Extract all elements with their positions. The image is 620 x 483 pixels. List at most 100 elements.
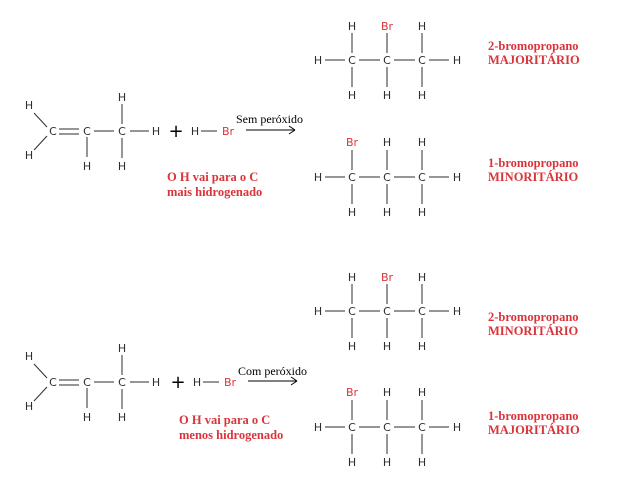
reaction-1: H H C C H C H H H + H Br Sem peróxido O … bbox=[25, 20, 580, 219]
atom-c: C bbox=[83, 125, 91, 138]
atom-c: C bbox=[348, 171, 356, 184]
atom-c: C bbox=[49, 376, 57, 389]
atom-h: H bbox=[348, 89, 356, 102]
atom-c: C bbox=[383, 54, 391, 67]
reaction-condition: Com peróxido bbox=[238, 364, 307, 378]
atom-h: H bbox=[418, 340, 426, 353]
atom-h: H bbox=[152, 125, 160, 138]
reaction-arrow bbox=[248, 376, 298, 386]
bond bbox=[33, 135, 48, 151]
atom-h: H bbox=[418, 136, 426, 149]
atom-h: H bbox=[118, 411, 126, 424]
bond bbox=[33, 363, 48, 379]
atom-h: H bbox=[314, 171, 322, 184]
reaction-2: H H C C H C H H H + H Br Com peróxido O … bbox=[25, 271, 580, 469]
atom-h: H bbox=[348, 206, 356, 219]
product-name: 1-bromopropano bbox=[488, 156, 579, 170]
product-2-bromopropane: H C C C H H Br H H H H bbox=[314, 20, 461, 102]
atom-h: H bbox=[83, 411, 91, 424]
bond bbox=[33, 386, 48, 402]
atom-h: H bbox=[152, 376, 160, 389]
atom-h: H bbox=[193, 376, 201, 389]
atom-br: Br bbox=[346, 136, 359, 149]
atom-c: C bbox=[83, 376, 91, 389]
rule-note-line-2: menos hidrogenado bbox=[179, 428, 283, 442]
reaction-condition: Sem peróxido bbox=[236, 112, 303, 126]
atom-c: C bbox=[118, 376, 126, 389]
atom-br: Br bbox=[224, 376, 237, 389]
atom-c: C bbox=[418, 305, 426, 318]
hbr-molecule: H Br bbox=[193, 376, 237, 389]
atom-c: C bbox=[383, 421, 391, 434]
atom-h: H bbox=[348, 271, 356, 284]
atom-h: H bbox=[314, 305, 322, 318]
rule-note-line-1: O H vai para o C bbox=[179, 413, 270, 427]
atom-h: H bbox=[25, 400, 33, 413]
product-2-bromopropane: H C C C H H Br H H H H bbox=[314, 271, 461, 353]
atom-h: H bbox=[348, 456, 356, 469]
atom-h: H bbox=[383, 136, 391, 149]
atom-h: H bbox=[418, 89, 426, 102]
rule-note-line-2: mais hidrogenado bbox=[167, 185, 262, 199]
product-1-bromopropane: H C C C H Br H H H H H bbox=[314, 386, 461, 469]
atom-h: H bbox=[418, 386, 426, 399]
product-1-bromopropane: H C C C H Br H H H H H bbox=[314, 136, 461, 219]
atom-h: H bbox=[348, 20, 356, 33]
atom-br: Br bbox=[346, 386, 359, 399]
atom-h: H bbox=[418, 20, 426, 33]
propene-molecule: H H C C H C H H H bbox=[25, 342, 160, 424]
hbr-molecule: H Br bbox=[191, 125, 235, 138]
arrow-head bbox=[288, 125, 296, 131]
bond bbox=[33, 112, 48, 128]
product-name: 1-bromopropano bbox=[488, 409, 579, 423]
product-role: MINORITÁRIO bbox=[488, 324, 579, 338]
rule-note-line-1: O H vai para o C bbox=[167, 170, 258, 184]
atom-c: C bbox=[418, 421, 426, 434]
atom-c: C bbox=[348, 305, 356, 318]
atom-h: H bbox=[418, 456, 426, 469]
atom-h: H bbox=[383, 206, 391, 219]
atom-h: H bbox=[383, 340, 391, 353]
atom-h: H bbox=[418, 271, 426, 284]
product-role: MAJORITÁRIO bbox=[488, 53, 580, 67]
atom-c: C bbox=[383, 171, 391, 184]
atom-h: H bbox=[453, 421, 461, 434]
atom-h: H bbox=[348, 340, 356, 353]
atom-h: H bbox=[118, 91, 126, 104]
atom-c: C bbox=[348, 54, 356, 67]
atom-c: C bbox=[49, 125, 57, 138]
atom-c: C bbox=[418, 171, 426, 184]
atom-h: H bbox=[83, 160, 91, 173]
propene-molecule: H H C C H C H H H bbox=[25, 91, 160, 173]
atom-c: C bbox=[383, 305, 391, 318]
atom-c: C bbox=[118, 125, 126, 138]
atom-h: H bbox=[25, 99, 33, 112]
atom-br: Br bbox=[381, 20, 394, 33]
arrow-head bbox=[288, 129, 296, 135]
atom-h: H bbox=[314, 421, 322, 434]
plus-sign: + bbox=[170, 372, 185, 393]
atom-br: Br bbox=[381, 271, 394, 284]
atom-h: H bbox=[383, 386, 391, 399]
atom-h: H bbox=[453, 305, 461, 318]
atom-c: C bbox=[418, 54, 426, 67]
atom-h: H bbox=[383, 456, 391, 469]
atom-h: H bbox=[383, 89, 391, 102]
product-role: MAJORITÁRIO bbox=[488, 423, 580, 437]
product-name: 2-bromopropano bbox=[488, 39, 579, 53]
plus-sign: + bbox=[168, 121, 183, 142]
atom-h: H bbox=[453, 54, 461, 67]
atom-h: H bbox=[25, 350, 33, 363]
product-name: 2-bromopropano bbox=[488, 310, 579, 324]
reaction-arrow bbox=[246, 125, 296, 135]
atom-h: H bbox=[314, 54, 322, 67]
atom-h: H bbox=[453, 171, 461, 184]
arrow-head bbox=[290, 376, 298, 382]
atom-h: H bbox=[191, 125, 199, 138]
atom-h: H bbox=[118, 160, 126, 173]
atom-h: H bbox=[118, 342, 126, 355]
arrow-head bbox=[290, 380, 298, 386]
atom-h: H bbox=[418, 206, 426, 219]
atom-h: H bbox=[25, 149, 33, 162]
